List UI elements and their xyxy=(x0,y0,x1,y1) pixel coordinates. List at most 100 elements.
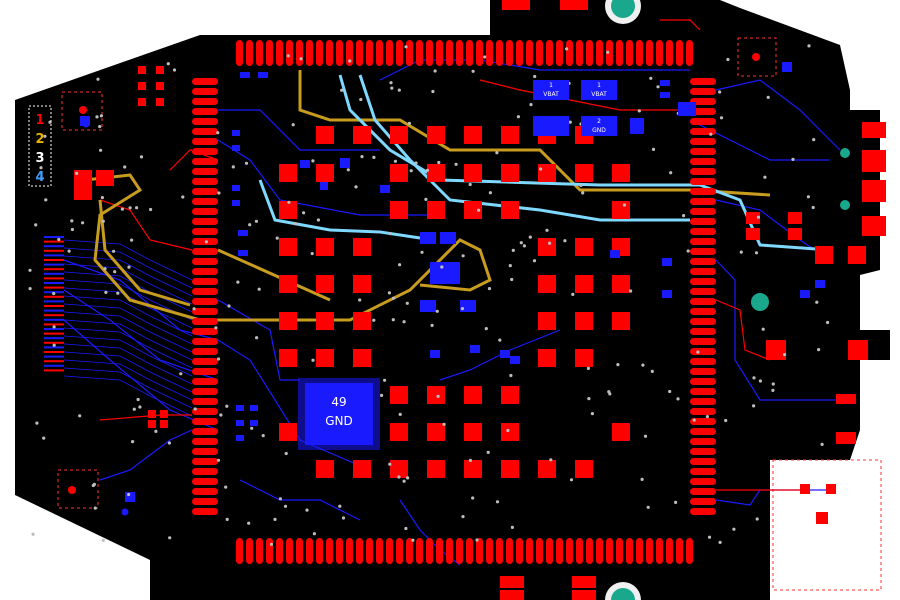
smd-pad[interactable] xyxy=(788,212,802,224)
edge-pad[interactable] xyxy=(192,358,218,365)
trace[interactable] xyxy=(63,367,193,409)
edge-pad[interactable] xyxy=(506,40,513,66)
edge-pad[interactable] xyxy=(690,488,716,495)
smd-pad[interactable] xyxy=(800,484,810,494)
edge-pad[interactable] xyxy=(296,538,303,564)
edge-pad[interactable] xyxy=(246,40,253,66)
edge-pad[interactable] xyxy=(690,508,716,515)
trace[interactable] xyxy=(63,295,193,337)
grid-pad[interactable] xyxy=(575,349,593,367)
trace[interactable] xyxy=(63,239,193,281)
edge-pad[interactable] xyxy=(346,40,353,66)
grid-pad[interactable] xyxy=(427,201,445,219)
grid-pad[interactable] xyxy=(538,238,556,256)
edge-pad[interactable] xyxy=(192,308,218,315)
smd-component[interactable] xyxy=(238,250,248,256)
smd-pad[interactable] xyxy=(816,512,828,524)
edge-pad[interactable] xyxy=(486,40,493,66)
edge-pad[interactable] xyxy=(690,98,716,105)
smd-pad[interactable] xyxy=(848,246,866,264)
edge-pad[interactable] xyxy=(256,40,263,66)
edge-pad[interactable] xyxy=(686,40,693,66)
edge-pad[interactable] xyxy=(356,538,363,564)
grid-pad[interactable] xyxy=(575,164,593,182)
grid-pad[interactable] xyxy=(501,201,519,219)
edge-pad[interactable] xyxy=(690,498,716,505)
grid-pad[interactable] xyxy=(427,386,445,404)
grid-pad[interactable] xyxy=(279,312,297,330)
edge-pad[interactable] xyxy=(626,538,633,564)
edge-pad[interactable] xyxy=(596,538,603,564)
smd-pad[interactable] xyxy=(148,420,156,428)
connector-pin[interactable] xyxy=(44,272,64,275)
grid-pad[interactable] xyxy=(427,126,445,144)
connector-pin[interactable] xyxy=(44,328,64,330)
grid-pad[interactable] xyxy=(575,312,593,330)
trace[interactable] xyxy=(63,263,193,305)
smd-component[interactable] xyxy=(420,232,436,244)
trace[interactable] xyxy=(217,248,331,302)
smd-pad[interactable] xyxy=(500,590,524,600)
smd-component[interactable] xyxy=(232,185,240,191)
edge-pad[interactable] xyxy=(286,538,293,564)
edge-pad[interactable] xyxy=(396,40,403,66)
trace[interactable] xyxy=(63,335,193,377)
smd-component[interactable] xyxy=(125,492,135,502)
edge-pad[interactable] xyxy=(316,538,323,564)
trace[interactable] xyxy=(63,375,193,417)
smd-pad[interactable] xyxy=(96,170,114,186)
edge-pad[interactable] xyxy=(192,378,218,385)
edge-pad[interactable] xyxy=(516,538,523,564)
trace[interactable] xyxy=(169,149,219,171)
connector-pin[interactable] xyxy=(44,305,64,307)
edge-pad[interactable] xyxy=(192,88,218,95)
edge-pad[interactable] xyxy=(690,248,716,255)
connector-left[interactable] xyxy=(44,236,64,372)
grid-pad[interactable] xyxy=(316,164,334,182)
grid-pad[interactable] xyxy=(353,349,371,367)
edge-pad[interactable] xyxy=(606,538,613,564)
grid-pad[interactable] xyxy=(575,275,593,293)
smd-pad[interactable] xyxy=(138,98,146,106)
battery-pad-small-1[interactable] xyxy=(630,118,644,134)
edge-pad[interactable] xyxy=(576,40,583,66)
edge-pad[interactable] xyxy=(386,538,393,564)
trace[interactable] xyxy=(715,199,816,251)
edge-pad[interactable] xyxy=(192,228,218,235)
connector-pin[interactable] xyxy=(44,323,64,326)
grid-pad[interactable] xyxy=(501,460,519,478)
connector-pin[interactable] xyxy=(44,346,64,349)
edge-pad[interactable] xyxy=(636,538,643,564)
grid-pad[interactable] xyxy=(501,386,519,404)
edge-pad[interactable] xyxy=(356,40,363,66)
smd-component[interactable] xyxy=(258,72,268,78)
smd-pad[interactable] xyxy=(502,0,530,10)
pad-row-top[interactable] xyxy=(236,40,693,66)
grid-pad[interactable] xyxy=(464,126,482,144)
edge-pad[interactable] xyxy=(192,198,218,205)
edge-pad[interactable] xyxy=(690,128,716,135)
edge-pad[interactable] xyxy=(276,538,283,564)
edge-pad[interactable] xyxy=(676,538,683,564)
edge-pad[interactable] xyxy=(246,538,253,564)
edge-pad[interactable] xyxy=(690,138,716,145)
edge-pad[interactable] xyxy=(416,40,423,66)
smd-component[interactable] xyxy=(250,405,258,411)
edge-pad[interactable] xyxy=(436,538,443,564)
grid-pad[interactable] xyxy=(279,349,297,367)
edge-pad[interactable] xyxy=(366,538,373,564)
trace[interactable] xyxy=(63,247,193,289)
edge-pad[interactable] xyxy=(536,538,543,564)
connector-pin[interactable] xyxy=(44,263,64,266)
grid-pad[interactable] xyxy=(464,460,482,478)
trace[interactable] xyxy=(239,479,361,521)
smd-component[interactable] xyxy=(500,350,510,358)
grid-pad[interactable] xyxy=(464,201,482,219)
smd-component[interactable] xyxy=(815,280,825,288)
edge-pad[interactable] xyxy=(192,468,218,475)
edge-pad[interactable] xyxy=(690,198,716,205)
connector-pin[interactable] xyxy=(44,249,64,252)
edge-pad[interactable] xyxy=(192,488,218,495)
pads-misc[interactable] xyxy=(74,0,886,600)
grid-pad[interactable] xyxy=(464,164,482,182)
